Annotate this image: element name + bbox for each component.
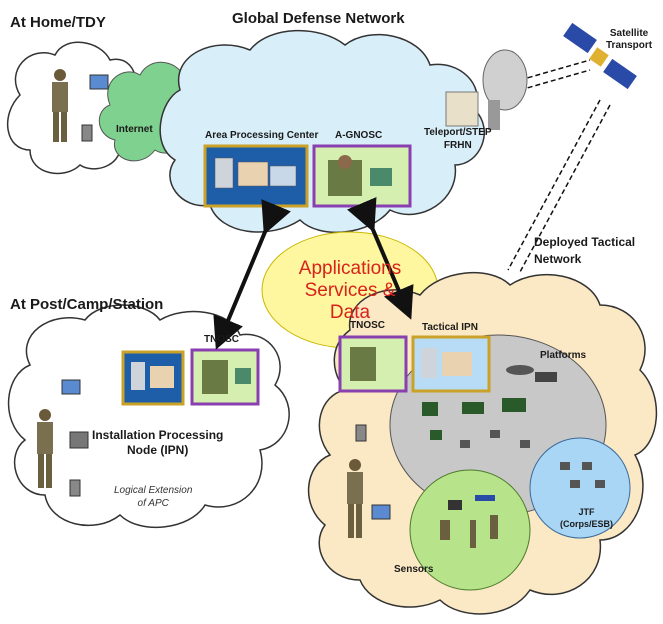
agnosc-label: A-GNOSC — [335, 130, 383, 141]
sensor-icons — [440, 495, 498, 548]
apc-label: Area Processing Center — [205, 130, 319, 141]
jtf-label: JTF (Corps/ESB) — [560, 507, 614, 529]
sensors-label: Sensors — [394, 564, 434, 575]
arrow-gnosc-tnosc — [347, 197, 414, 320]
soldier-home-icon — [52, 69, 68, 142]
satellite-dish-icon — [445, 49, 528, 130]
platforms-label: Platforms — [540, 350, 587, 361]
satellite-label: Satellite Transport — [606, 28, 653, 51]
pda-home-icon — [81, 124, 93, 142]
jtf-icons — [560, 462, 605, 488]
tnosc-right-label: TNOSC — [350, 320, 385, 331]
apps-label: Applications Services & Data — [295, 258, 405, 324]
apps-line1: Applications — [298, 258, 402, 279]
pda-tactical-icon — [355, 424, 367, 442]
platform-vehicles-icons — [422, 365, 557, 448]
pda-post-icon — [69, 479, 81, 497]
ipn-label: Installation Processing Node (IPN) — [92, 428, 224, 457]
laptop-tactical-icon — [371, 504, 391, 520]
post-label: At Post/Camp/Station — [10, 296, 164, 313]
apps-line2: Services & — [304, 280, 396, 301]
soldier-post-icon — [37, 409, 53, 488]
internet-label: Internet — [116, 124, 153, 135]
deployed-label: Deployed Tactical Network — [534, 235, 636, 266]
arrow-apc-tnosc — [213, 199, 291, 350]
tnosc-left-label: TNOSC — [204, 334, 239, 345]
laptop-home-icon — [89, 74, 109, 90]
logical-label: Logical Extension of APC — [114, 485, 193, 509]
pc-post-icon — [69, 431, 89, 449]
tactical-ipn-label: Tactical IPN — [422, 322, 478, 333]
satellite-icon — [563, 22, 637, 90]
teleport-label: Teleport/STEP FRHN — [424, 127, 492, 151]
soldier-tactical-icon — [347, 459, 363, 538]
home-label: At Home/TDY — [10, 14, 106, 31]
laptop-post-icon — [61, 379, 81, 395]
apps-line3: Data — [329, 302, 371, 323]
sat-link-dish — [519, 59, 591, 81]
sat-link-tactical — [507, 99, 601, 271]
gdn-label: Global Defense Network — [232, 10, 405, 27]
